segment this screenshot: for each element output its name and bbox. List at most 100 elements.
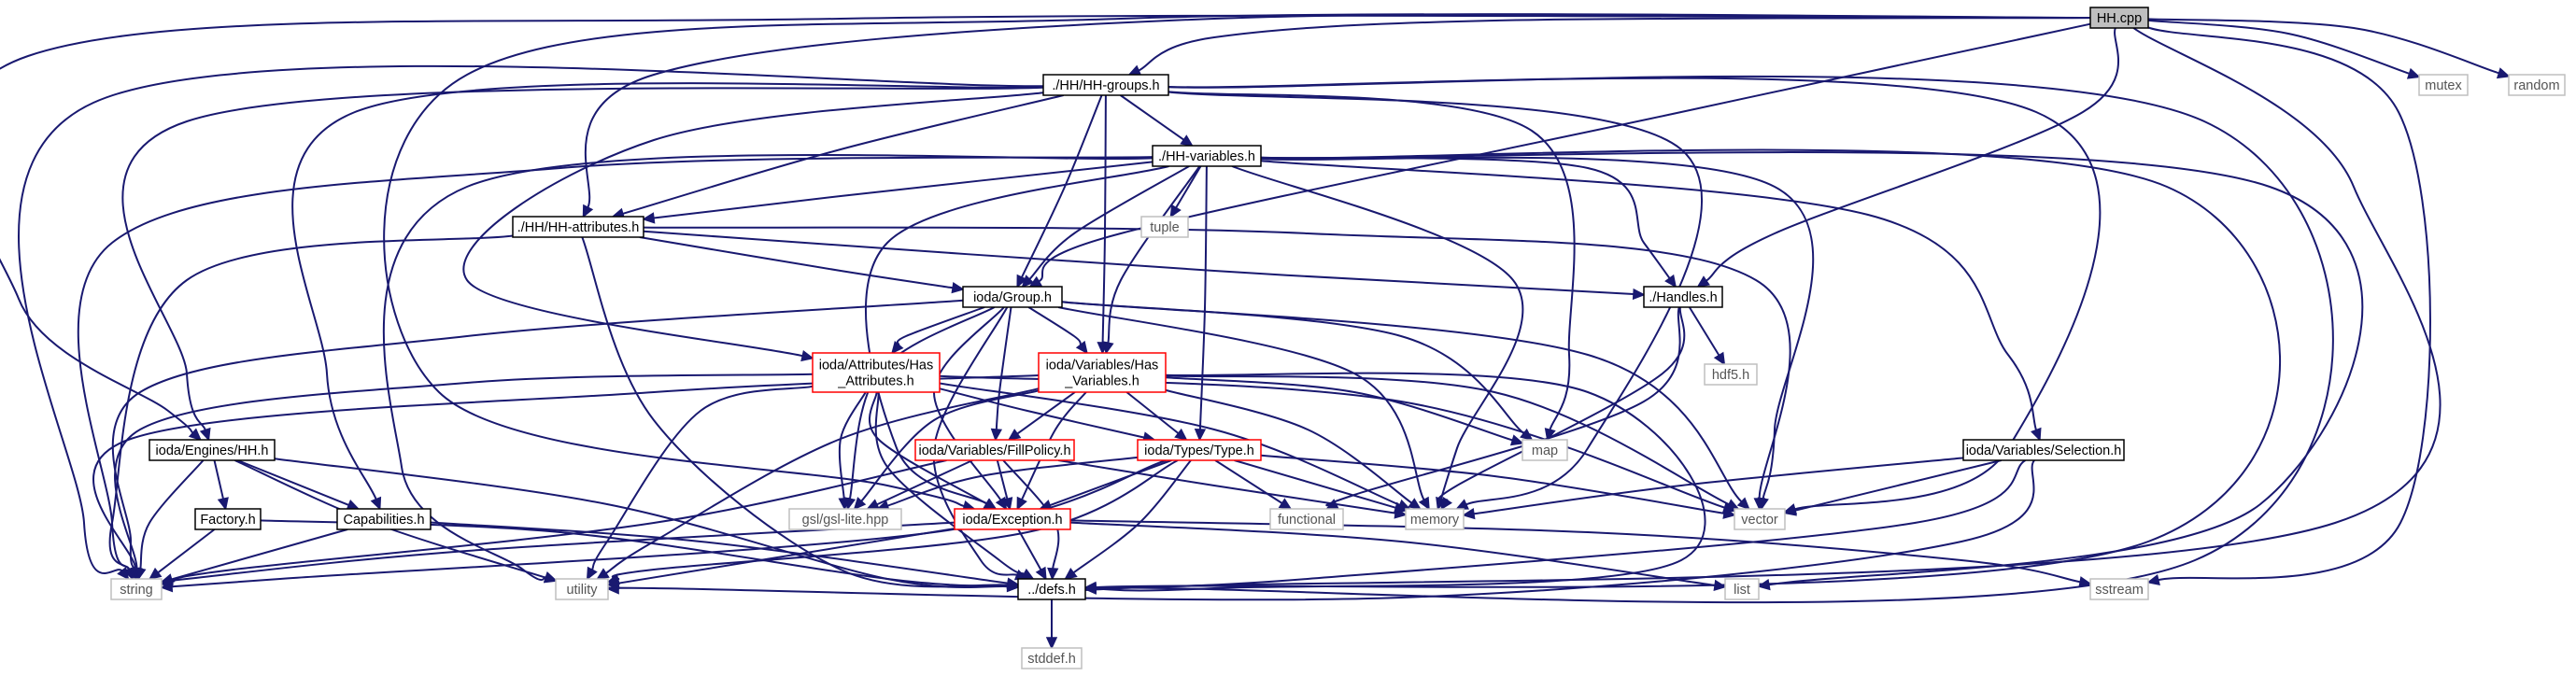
arrowhead-icon <box>990 428 1003 442</box>
arrowhead-icon <box>543 571 558 584</box>
node-label: mutex <box>2425 78 2462 93</box>
node-hh-groups[interactable]: ./HH/HH-groups.h <box>1042 74 1169 96</box>
arrowhead-icon <box>1455 499 1469 510</box>
arrowhead-icon <box>199 427 211 442</box>
node-handles-h[interactable]: ./Handles.h <box>1643 286 1723 308</box>
arrowhead-icon <box>2406 67 2421 79</box>
node-box <box>962 286 1063 308</box>
node-box <box>194 508 262 530</box>
edge-has_attributes-to-utility <box>586 385 814 581</box>
node-group-h[interactable]: ioda/Group.h <box>962 286 1063 308</box>
node-label: Factory.h <box>200 513 255 528</box>
arrowhead-icon <box>951 282 965 294</box>
arrowhead-icon <box>160 576 174 588</box>
node-box <box>1140 216 1189 238</box>
arrowhead-icon <box>582 204 594 218</box>
edge-group_h-to-has_attributes <box>891 306 985 355</box>
arrowhead-icon <box>1418 496 1430 511</box>
node-hh-variables[interactable]: ./HH-variables.h <box>1152 145 1262 167</box>
edge-hh_variables-to-has_variables <box>1102 165 1201 355</box>
node-label: _Attributes.h <box>837 374 913 389</box>
node-engines-hh[interactable]: ioda/Engines/HH.h <box>149 439 276 461</box>
node-has-variables[interactable]: ioda/Variables/Has_Variables.h <box>1038 352 1167 393</box>
node-label: ./Handles.h <box>1649 290 1717 305</box>
node-box <box>2089 7 2149 29</box>
edge-hh_cpp-to-handles_h <box>1696 27 2120 289</box>
node-label: ioda/Engines/HH.h <box>156 444 269 458</box>
node-factory-h[interactable]: Factory.h <box>194 508 262 530</box>
edge-hh_variables-to-hh_attributes <box>642 161 1154 224</box>
edge-types_type-to-vector <box>1260 454 1736 519</box>
node-box <box>1021 647 1083 669</box>
node-capabilities-h[interactable]: Capabilities.h <box>336 508 432 530</box>
edge-hh_cpp-to-random <box>2147 18 2511 79</box>
node-label: ioda/Variables/FillPolicy.h <box>918 444 1070 458</box>
edge-has_attributes-to-types_type <box>939 387 1156 444</box>
arrowhead-icon <box>134 567 147 581</box>
edge-has_variables-to-gsl_lite <box>853 389 1040 511</box>
node-label: HH.cpp <box>2097 11 2142 26</box>
edge-hh_groups-to-hh_variables <box>1120 94 1194 148</box>
node-hh-cpp[interactable]: HH.cpp <box>2089 7 2149 29</box>
arrowhead-icon <box>1278 498 1293 510</box>
node-utility: utility <box>555 578 609 600</box>
node-sstream: sstream <box>2089 578 2149 600</box>
edge-hh_variables-to-group_h <box>1021 165 1190 289</box>
arrowhead-icon <box>596 568 610 581</box>
arrowhead-icon <box>1045 637 1058 650</box>
node-selection-h[interactable]: ioda/Variables/Selection.h <box>1962 439 2125 461</box>
node-memory: memory <box>1405 508 1465 530</box>
node-box <box>1962 439 2125 461</box>
arrowhead-icon <box>1064 568 1078 581</box>
arrowhead-icon <box>1127 64 1142 76</box>
node-has-attributes[interactable]: ioda/Attributes/Has_Attributes.h <box>812 352 941 393</box>
edge-handles_h-to-memory <box>1437 306 1686 511</box>
edge-fill_policy-to-memory <box>1057 459 1408 519</box>
arrowhead-icon <box>1075 340 1088 355</box>
edge-has_variables-to-utility <box>596 387 1040 581</box>
arrowhead-icon <box>586 566 598 581</box>
node-defs-h[interactable]: ../defs.h <box>1017 578 1086 600</box>
edge-has_variables-to-exception_h <box>1016 391 1087 511</box>
arrowhead-icon <box>1174 428 1188 442</box>
node-string: string <box>110 578 163 600</box>
node-label: random <box>2513 78 2559 93</box>
node-label: gsl/gsl-lite.hpp <box>802 513 889 528</box>
arrowhead-icon <box>1007 429 1022 442</box>
node-hh-attributes[interactable]: ./HH/HH-attributes.h <box>512 216 644 238</box>
edge-hh_attributes-to-string <box>108 234 514 581</box>
edge-fill_policy-to-exception_h <box>996 459 1013 511</box>
edge-group_h-to-has_variables <box>1027 306 1088 355</box>
node-box <box>954 508 1071 530</box>
arrowhead-icon <box>2031 427 2042 442</box>
node-box <box>1137 439 1262 461</box>
edge-exception_h-to-utility <box>606 528 955 589</box>
arrowhead-icon <box>148 567 163 581</box>
edge-hh_attributes-to-handles_h <box>643 230 1646 301</box>
node-box <box>1152 145 1262 167</box>
arrowhead-icon <box>1001 497 1013 511</box>
node-label: ioda/Exception.h <box>962 513 1062 528</box>
edge-engines_hh-to-string <box>134 459 205 581</box>
arrowhead-icon <box>1180 134 1194 148</box>
node-types-type[interactable]: ioda/Types/Type.h <box>1137 439 1262 461</box>
edge-has_variables-to-map <box>1165 376 1524 446</box>
node-box <box>1269 508 1344 530</box>
edge-has_variables-to-fill_policy <box>1007 391 1076 442</box>
arrowhead-icon <box>1722 507 1736 519</box>
edge-hh_cpp-to-mutex <box>2147 19 2421 79</box>
node-box <box>788 508 902 530</box>
edge-hh_attributes-to-vector <box>643 226 1791 511</box>
node-fill-policy[interactable]: ioda/Variables/FillPolicy.h <box>914 439 1075 461</box>
arrowhead-icon <box>1035 566 1047 581</box>
arrowhead-icon <box>1047 567 1059 581</box>
arrowhead-icon <box>1713 351 1726 366</box>
node-random: random <box>2508 74 2566 96</box>
node-exception-h[interactable]: ioda/Exception.h <box>954 508 1071 530</box>
node-label: ioda/Types/Type.h <box>1144 444 1254 458</box>
node-mutex: mutex <box>2418 74 2469 96</box>
edge-capabilities_h-to-defs_h <box>430 521 1020 589</box>
arrowhead-icon <box>642 212 656 224</box>
arrowhead-icon <box>1169 204 1182 218</box>
edge-hh_variables-to-handles_h <box>1260 156 1677 289</box>
